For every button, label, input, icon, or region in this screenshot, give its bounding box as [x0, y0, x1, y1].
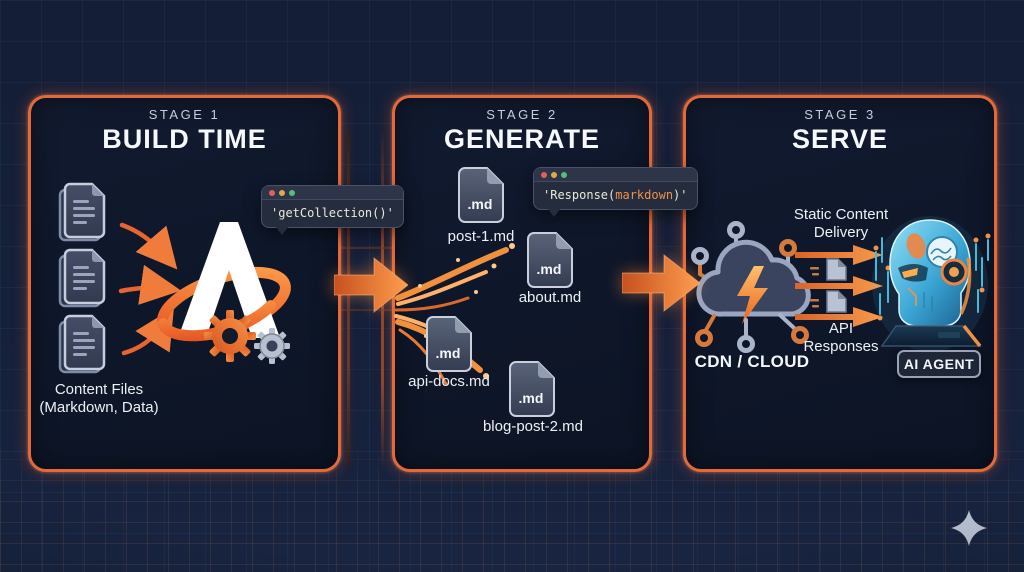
delivery-doc-icon [810, 290, 847, 313]
cloud-cdn-icon [691, 221, 811, 353]
api-responses-label: API Responses [803, 320, 879, 355]
flow-arrow-small-icon [795, 307, 883, 327]
lightning-icon [737, 266, 768, 324]
window-dot-red [269, 189, 275, 196]
circuit-lines-right [975, 239, 989, 313]
terminal-window-dots-icon [534, 168, 697, 182]
stage-1-label: STAGE 1 [148, 107, 221, 122]
stage-2-label: STAGE 2 [486, 107, 558, 122]
stage-1-header: STAGE 1 BUILD TIME [28, 107, 341, 155]
code-text: 'getCollection()' [271, 206, 394, 220]
md-file-icon: .md [509, 361, 555, 417]
terminal-window-dots-icon [262, 186, 403, 200]
window-dot-green [561, 171, 567, 178]
stage-2-title: GENERATE [443, 124, 600, 154]
svg-text:.md: .md [468, 196, 493, 212]
forehead-accent [906, 233, 926, 259]
circuit-dots-right [973, 233, 991, 293]
circuit-dots-left [873, 245, 891, 321]
delivery-doc-icon [810, 258, 847, 281]
md-file-icon: .md [527, 232, 573, 288]
document-stack-icon [58, 182, 106, 374]
svg-text:.md: .md [519, 390, 544, 406]
sparkle-icon [951, 510, 987, 546]
ai-agent-badge: AI AGENT [897, 350, 981, 378]
flow-arrow-small-icon [795, 245, 883, 265]
window-dot-green [289, 189, 295, 196]
code-tooltip-response: 'Response(markdown)' [533, 167, 698, 217]
md-file-icon: .md [458, 167, 504, 223]
flow-arrow-small-icon [795, 276, 883, 296]
flow-arrow-icon [334, 256, 408, 314]
stage-2-header: STAGE 2 GENERATE [392, 107, 652, 155]
flow-arrow-icon [622, 253, 700, 313]
circuit-lines-left [875, 237, 889, 315]
window-dot-red [541, 171, 547, 178]
caption-line-2: (Markdown, Data) [39, 399, 159, 416]
file-label: blog-post-2.md [482, 418, 584, 435]
gear-icon [204, 310, 256, 362]
document-stack-icon [58, 182, 106, 374]
cdn-cloud-label: CDN / CLOUD [694, 352, 810, 371]
stage-3-label: STAGE 3 [804, 107, 876, 122]
astro-logo-icon [157, 222, 291, 364]
md-file-icon: .md [426, 316, 472, 372]
stage-3-title: SERVE [791, 124, 889, 154]
caption-line-1: Content Files [54, 381, 144, 398]
stage-3-header: STAGE 3 SERVE [683, 107, 997, 155]
content-files-caption: Content Files (Markdown, Data) [28, 381, 170, 417]
tooltip-tail [547, 208, 561, 217]
code-text: 'Response(markdown)' [543, 188, 688, 202]
eye-glow [902, 268, 918, 278]
code-highlight: markdown [615, 188, 674, 202]
stage-1-title: BUILD TIME [102, 124, 267, 154]
tooltip-tail [275, 226, 289, 235]
window-dot-yellow [279, 189, 285, 196]
file-label: api-docs.md [408, 373, 490, 390]
window-dot-yellow [551, 171, 557, 178]
gear-icon-silver [254, 328, 290, 364]
astro-a-glyph [178, 222, 280, 338]
static-content-delivery-label: Static Content Delivery [793, 206, 889, 241]
file-label: about.md [518, 289, 582, 306]
file-label: post-1.md [447, 228, 515, 245]
svg-text:.md: .md [537, 261, 562, 277]
ai-agent-head-icon [872, 216, 991, 352]
svg-text:.md: .md [436, 345, 461, 361]
code-tooltip-getcollection: 'getCollection()' [261, 185, 404, 235]
